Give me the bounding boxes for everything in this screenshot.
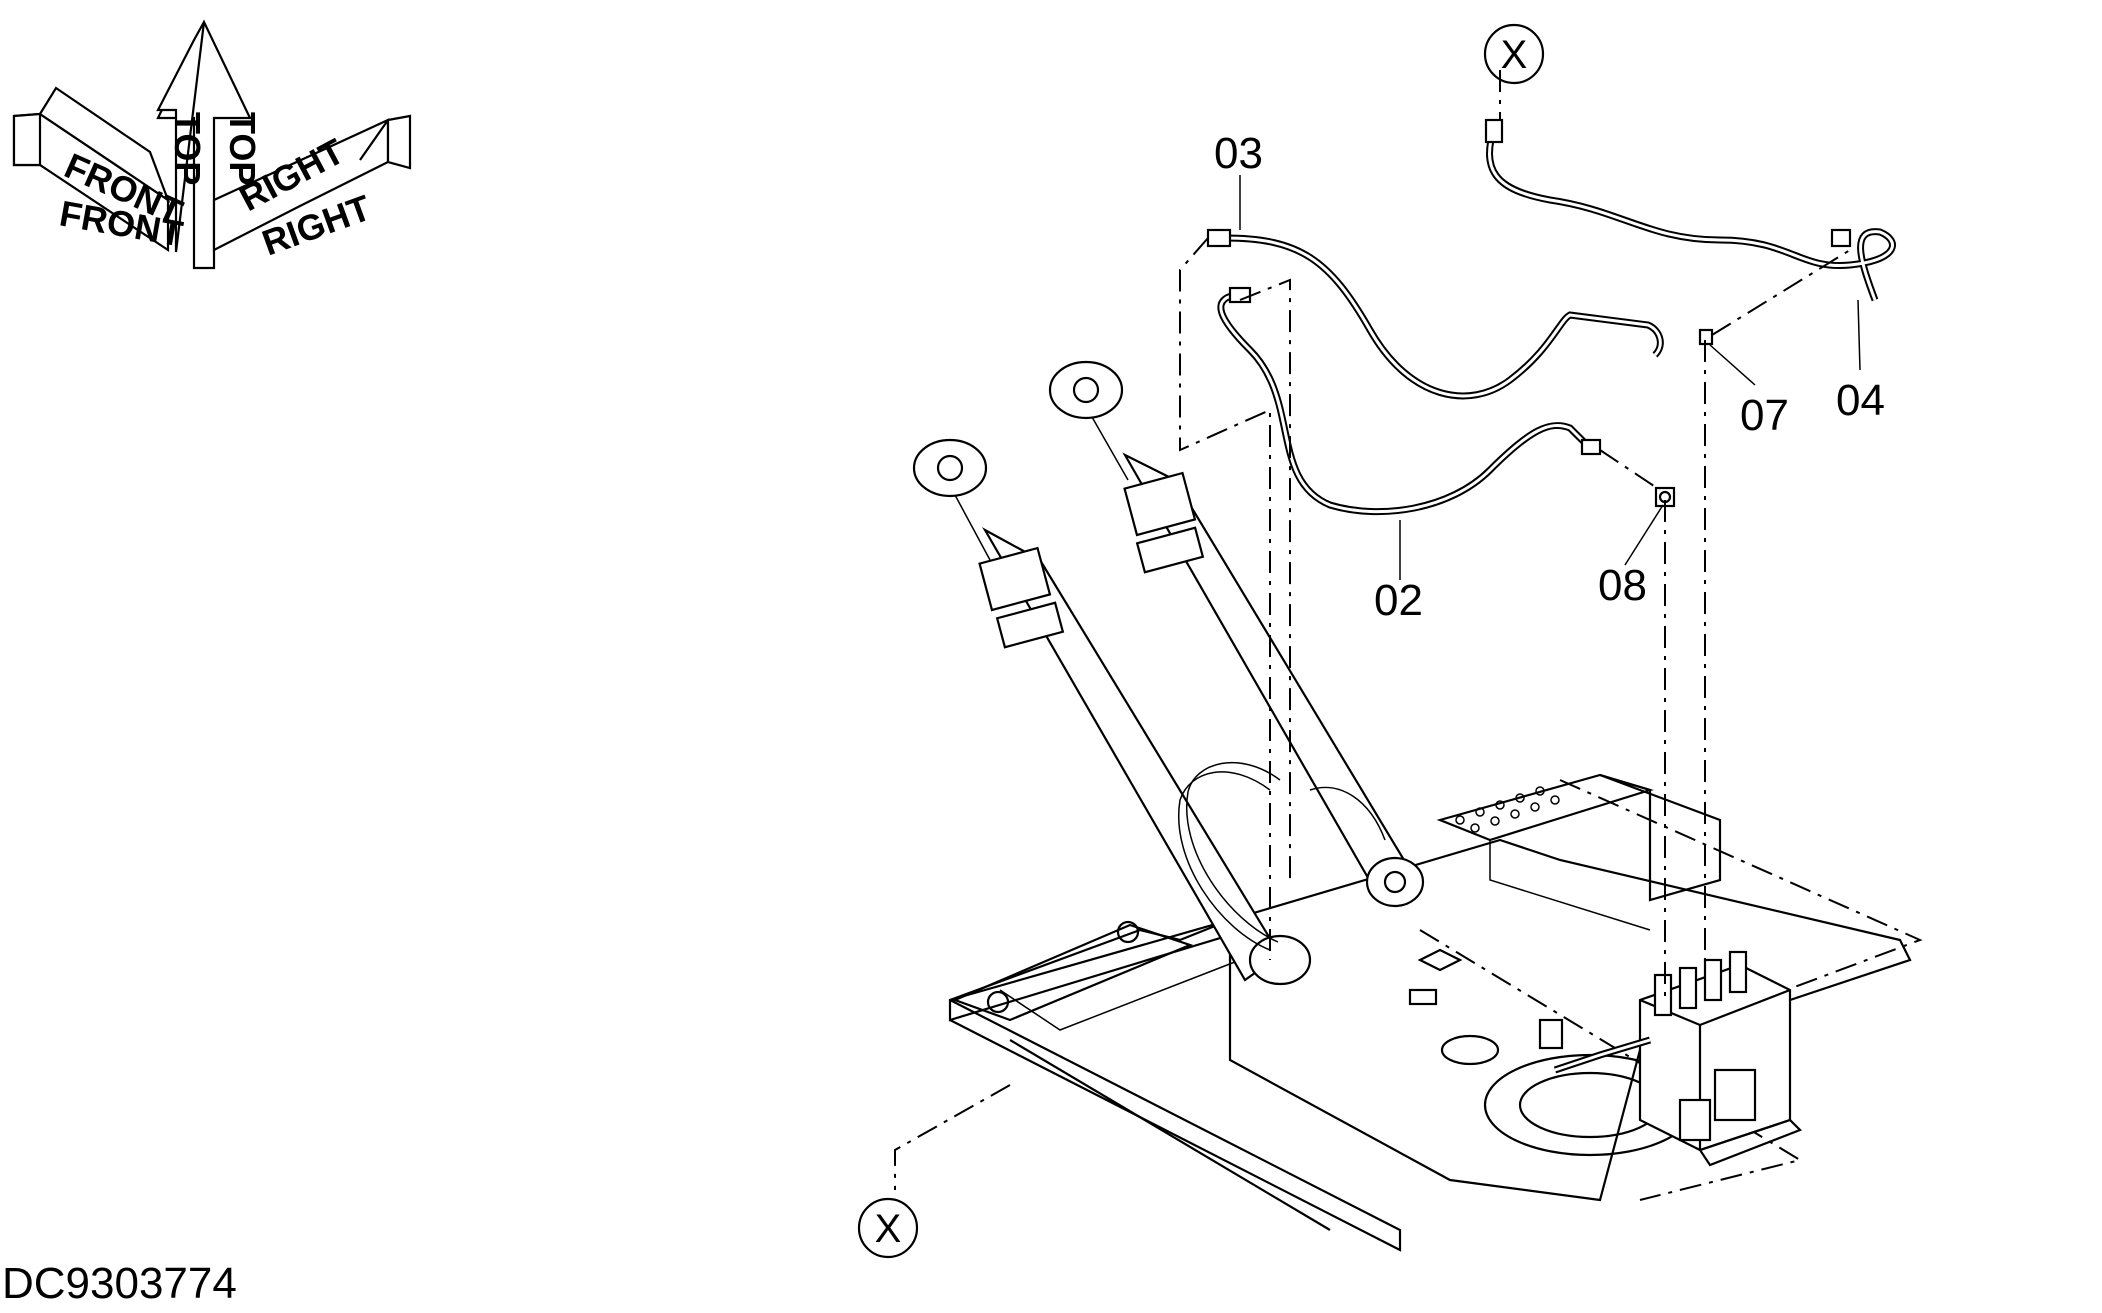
callout-07: 07 bbox=[1740, 391, 1789, 440]
step-holes bbox=[1455, 786, 1560, 833]
callout-03: 03 bbox=[1214, 129, 1263, 178]
top-label-right: TOP bbox=[222, 112, 263, 185]
hose-04 bbox=[1484, 118, 1896, 302]
boom-cylinder-right bbox=[1048, 360, 1425, 908]
hose-02 bbox=[1217, 286, 1602, 516]
callout-leaders bbox=[1239, 175, 1861, 580]
callout-08: 08 bbox=[1598, 561, 1647, 610]
callout-04: 04 bbox=[1836, 376, 1885, 425]
control-valve bbox=[1538, 950, 1802, 1167]
orientation-indicator: FRONT FRONT TOP TOP RIGHT RIGHT bbox=[12, 19, 412, 270]
hose-03 bbox=[1206, 228, 1664, 400]
detail-marker-bottom-label: X bbox=[875, 1207, 902, 1251]
callout-02: 02 bbox=[1374, 576, 1423, 625]
boom-cylinder-left bbox=[912, 438, 1312, 986]
hose-loop bbox=[1178, 761, 1386, 951]
detail-marker-bottom: X bbox=[857, 1197, 919, 1259]
detail-marker-top-label: X bbox=[1501, 33, 1528, 77]
top-label: TOP bbox=[167, 112, 208, 185]
drawing-id: DC9303774 bbox=[2, 1259, 237, 1308]
detail-marker-top: X bbox=[1483, 23, 1545, 85]
